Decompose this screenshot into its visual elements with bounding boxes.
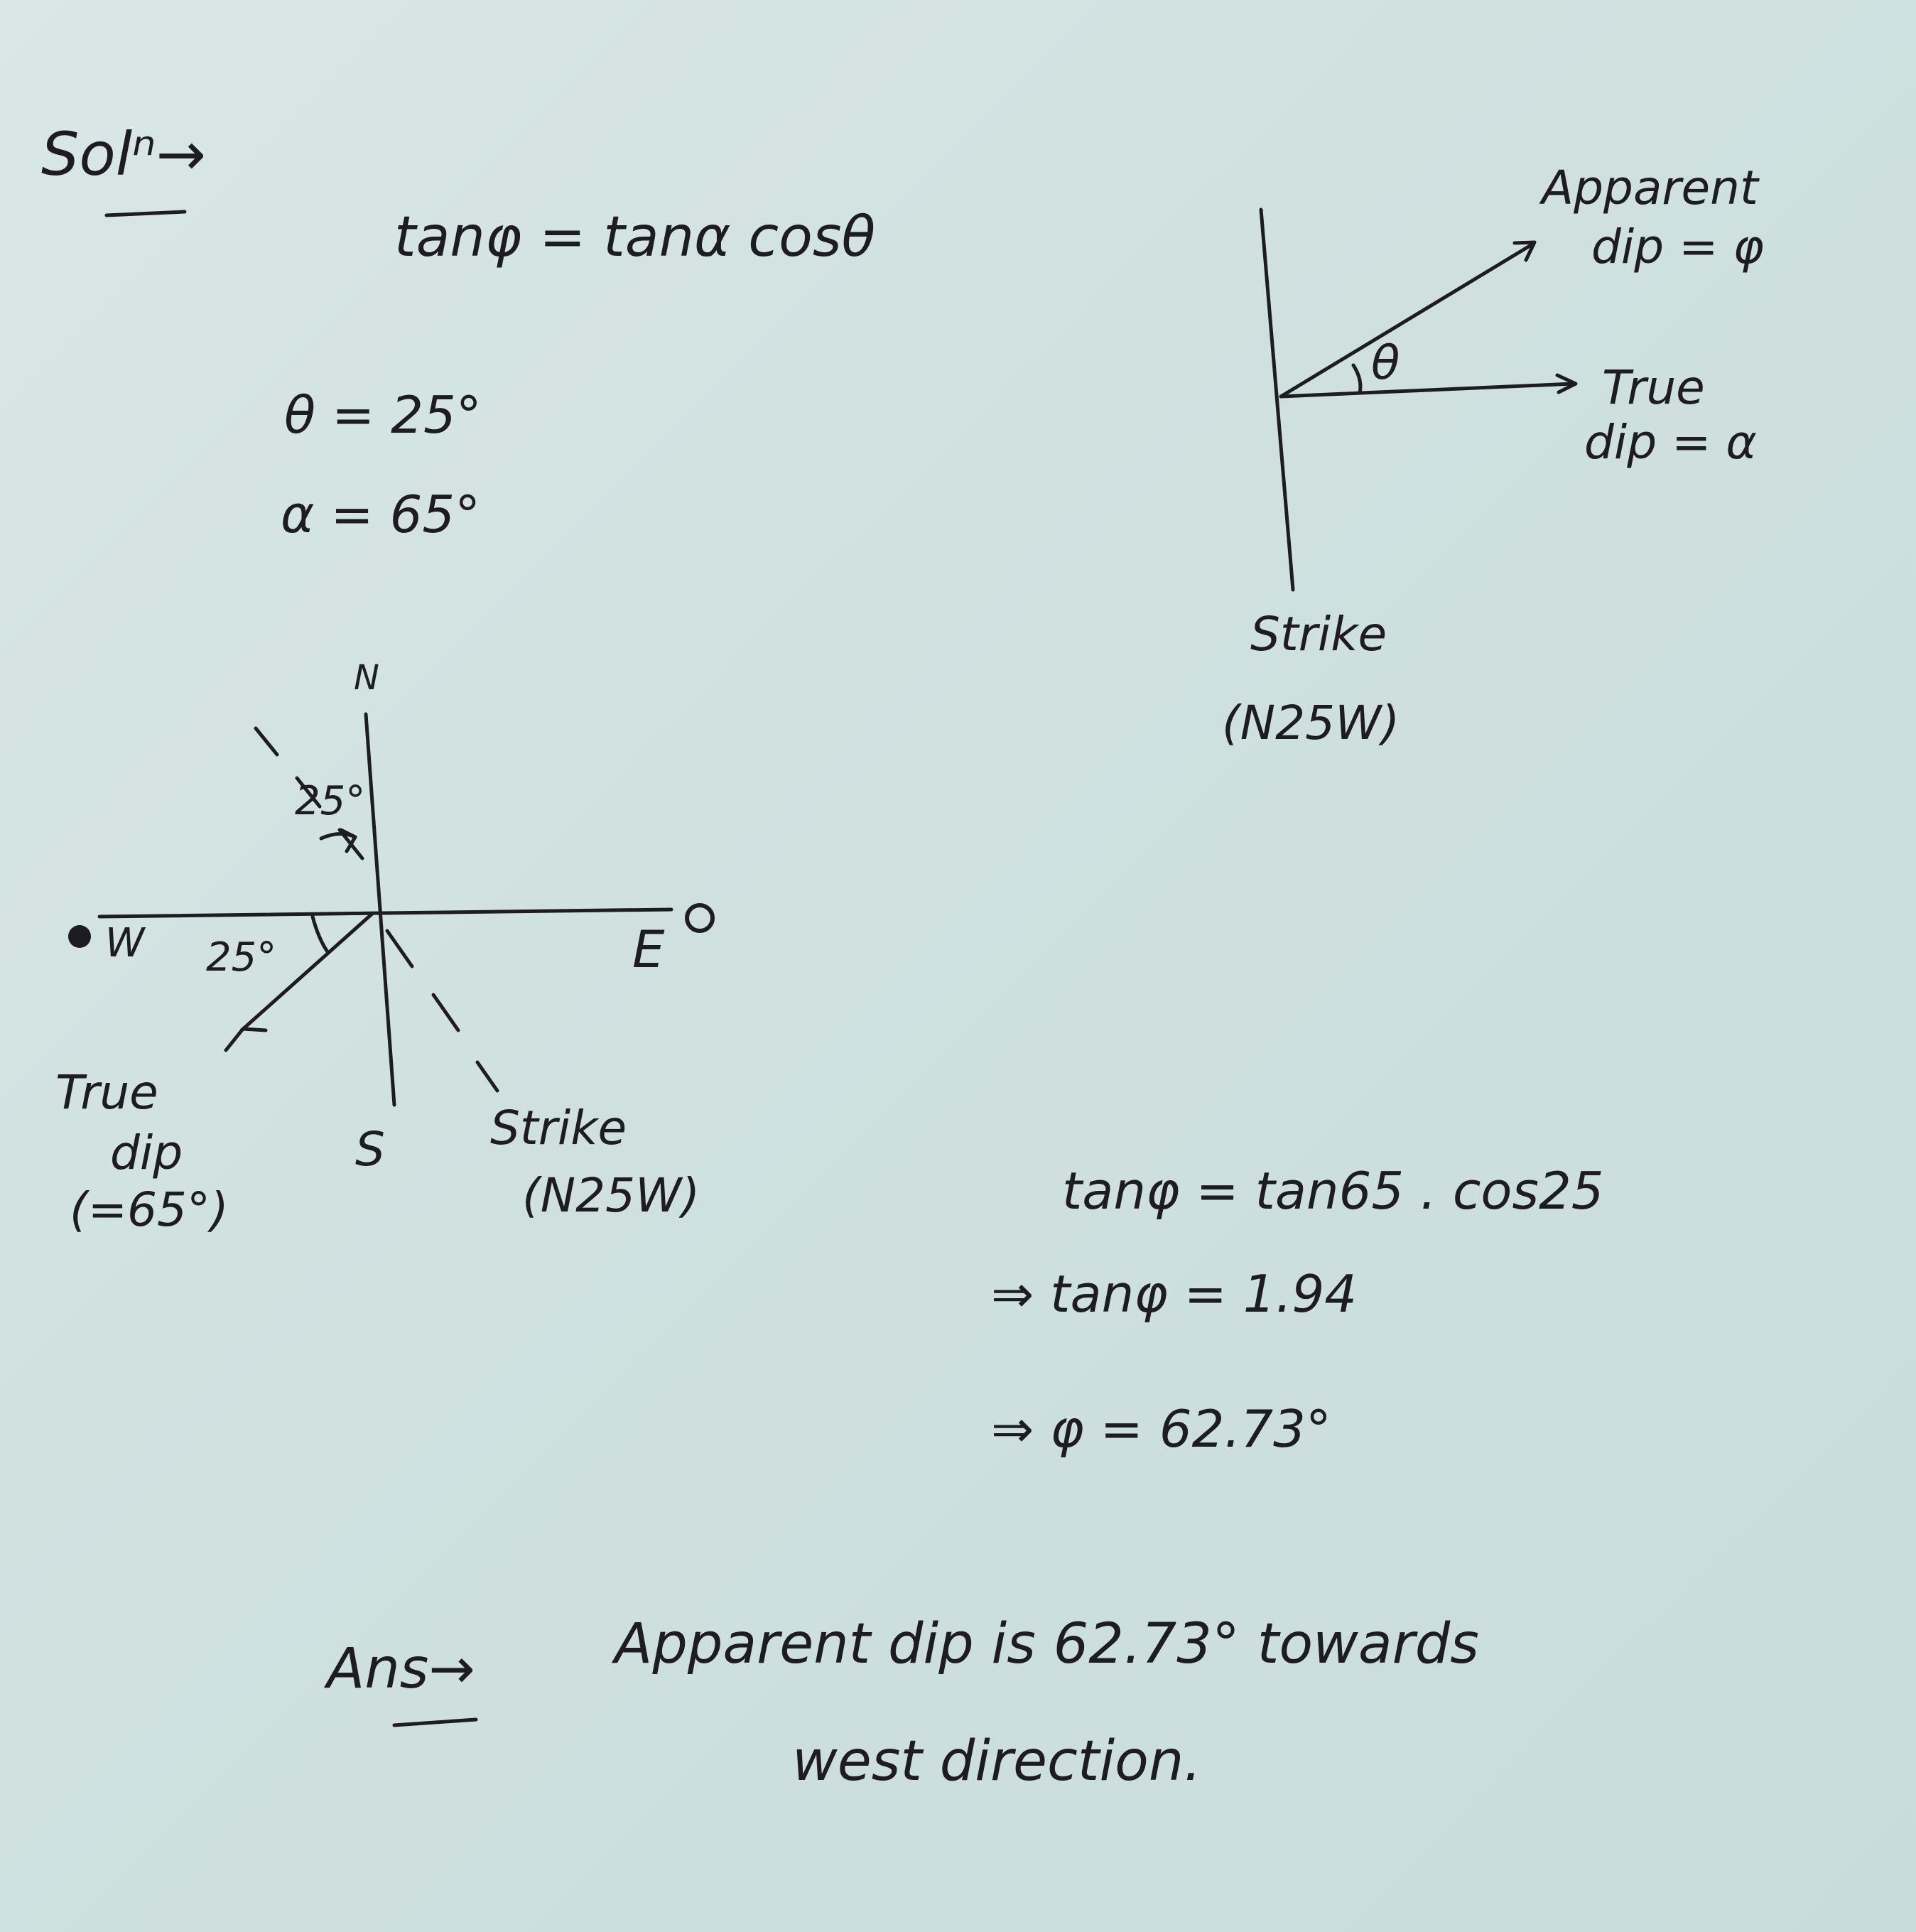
compass-north-label: N [354, 658, 379, 698]
strike-dash [385, 929, 414, 968]
true-dip-arrowhead [224, 1027, 268, 1052]
apparent-dip-arrowhead [1512, 240, 1537, 262]
compass-true-dip-line3: (=65°) [70, 1182, 229, 1237]
compass-strike-line2: (N25W) [522, 1168, 700, 1223]
strike-dash [431, 993, 460, 1032]
compass-angle-left: 25° [206, 934, 277, 981]
east-marker-icon [685, 903, 715, 933]
strike-label-line2: (N25W) [1222, 696, 1400, 750]
given-theta: θ = 25° [284, 385, 482, 445]
answer-label: Ans→ [327, 1637, 475, 1701]
solution-heading: Solⁿ→ [41, 119, 206, 189]
true-dip-arrow [239, 911, 375, 1032]
compass-east-label: E [632, 919, 665, 979]
north-south-axis [364, 712, 396, 1107]
strike-line [1259, 207, 1295, 592]
strike-dash [295, 776, 322, 809]
calc-step-1: tanφ = tan65 . cos25 [1062, 1161, 1604, 1221]
apparent-dip-label-line2: dip = φ [1591, 220, 1764, 274]
calc-step-2: ⇒ tanφ = 1.94 [991, 1264, 1358, 1324]
true-dip-label-line2: dip = α [1584, 415, 1757, 470]
compass-south-label: S [355, 1122, 385, 1177]
theta-arc [1351, 363, 1363, 395]
answer-line-1: Apparent dip is 62.73° towards [615, 1612, 1479, 1676]
west-east-axis [97, 907, 673, 919]
theta-label: θ [1371, 335, 1400, 390]
compass-true-dip-line2: dip [110, 1126, 183, 1180]
compass-angle-top: 25° [295, 778, 366, 824]
strike-label-line1: Strike [1250, 607, 1387, 662]
given-alpha: α = 65° [281, 485, 481, 544]
strike-dash [475, 1060, 499, 1093]
compass-true-dip-line1: True [55, 1065, 158, 1120]
true-dip-arrowhead [1555, 373, 1578, 394]
strike-dash [254, 726, 279, 757]
true-dip-label-line1: True [1602, 360, 1705, 415]
compass-west-label: W [105, 920, 145, 966]
west-marker-icon [68, 925, 91, 948]
compass-strike-line1: Strike [490, 1101, 627, 1155]
calc-step-3: ⇒ φ = 62.73° [991, 1399, 1331, 1459]
true-dip-ray [1279, 382, 1576, 399]
apparent-dip-label-line1: Apparent [1542, 161, 1758, 215]
apparent-dip-ray [1279, 243, 1533, 399]
answer-line-2: west direction. [792, 1729, 1202, 1793]
main-formula: tanφ = tanα cosθ [394, 205, 876, 269]
left-angle-arc [310, 914, 329, 953]
